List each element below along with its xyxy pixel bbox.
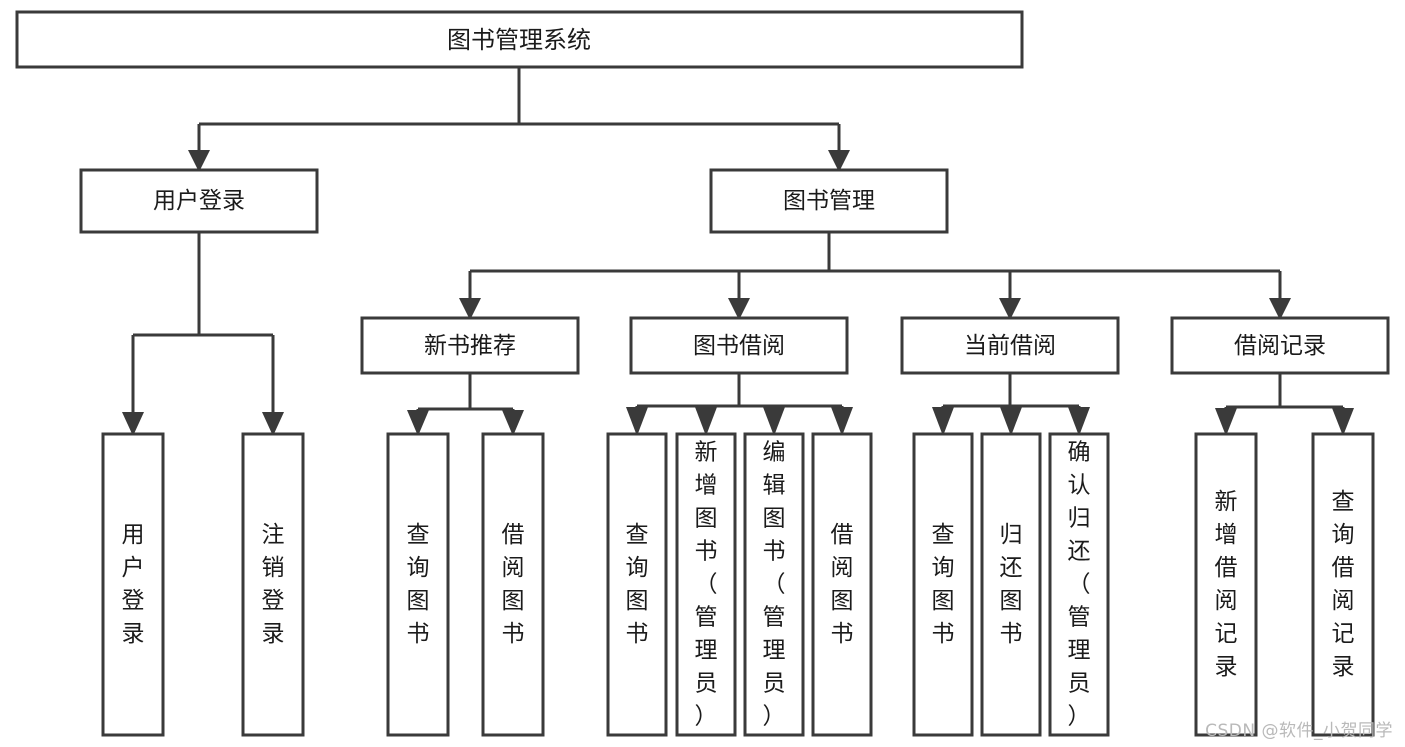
arrowhead-leaf-logout-login: [262, 412, 284, 436]
node-leaf-return-book-label: 归还图书: [1000, 522, 1023, 647]
node-leaf-edit-book-admin-box[interactable]: [743, 432, 805, 737]
node-leaf-edit-book-admin[interactable]: 编辑图书（管理员）: [743, 432, 805, 737]
node-leaf-add-book-admin-label: 新增图书（管理员）: [695, 440, 718, 730]
node-leaf-query-book-3-box[interactable]: [912, 432, 974, 737]
edge-user-login-bus: [131, 232, 275, 414]
arrowhead-leaf-user-login: [122, 412, 144, 436]
node-leaf-query-borrow-record[interactable]: 查询借阅记录: [1311, 432, 1375, 737]
node-leaf-logout-login-label: 注销登录: [262, 522, 285, 647]
node-leaf-query-borrow-record-label: 查询借阅记录: [1332, 489, 1355, 680]
arrowhead-leaf-borrow-book-2: [831, 407, 853, 436]
node-leaf-add-borrow-record-box[interactable]: [1194, 432, 1258, 737]
edge-book-borrow-bus: [635, 373, 844, 412]
node-root-box[interactable]: [15, 10, 1024, 69]
node-user-login[interactable]: 用户登录: [79, 168, 319, 234]
arrowhead-book-manage: [828, 150, 850, 172]
node-borrow-record[interactable]: 借阅记录: [1170, 316, 1390, 375]
node-leaf-return-book[interactable]: 归还图书: [980, 432, 1042, 737]
node-new-book-recommend-box[interactable]: [360, 316, 580, 375]
arrowhead-leaf-confirm-return-admin: [1068, 407, 1090, 436]
node-new-book-recommend-label: 新书推荐: [424, 333, 516, 359]
node-leaf-add-book-admin[interactable]: 新增图书（管理员）: [675, 432, 737, 737]
node-leaf-user-login[interactable]: 用户登录: [101, 432, 165, 737]
node-leaf-query-book-3-label: 查询图书: [932, 522, 955, 647]
node-leaf-borrow-book-1[interactable]: 借阅图书: [481, 432, 545, 737]
node-leaf-query-book-1[interactable]: 查询图书: [386, 432, 450, 737]
node-borrow-record-label: 借阅记录: [1234, 333, 1326, 359]
node-leaf-user-login-box[interactable]: [101, 432, 165, 737]
node-new-book-recommend[interactable]: 新书推荐: [360, 316, 580, 375]
arrowhead-user-login: [188, 150, 210, 172]
node-leaf-user-login-label: 用户登录: [122, 522, 145, 647]
node-leaf-confirm-return-admin-box[interactable]: [1048, 432, 1110, 737]
arrowhead-new-book-recommend: [459, 298, 481, 320]
node-leaf-query-book-2[interactable]: 查询图书: [606, 432, 668, 737]
node-leaf-query-book-1-label: 查询图书: [407, 522, 430, 647]
node-leaf-query-book-2-box[interactable]: [606, 432, 668, 737]
arrowhead-leaf-add-borrow-record: [1215, 408, 1237, 436]
node-current-borrow-label: 当前借阅: [964, 333, 1056, 359]
node-leaf-confirm-return-admin-label: 确认归还（管理员）: [1068, 440, 1091, 730]
node-leaf-logout-login[interactable]: 注销登录: [241, 432, 305, 737]
node-leaf-add-book-admin-box[interactable]: [675, 432, 737, 737]
arrowhead-leaf-borrow-book-1: [502, 410, 524, 436]
node-book-manage-box[interactable]: [709, 168, 949, 234]
node-leaf-return-book-box[interactable]: [980, 432, 1042, 737]
node-leaf-borrow-book-1-label: 借阅图书: [502, 522, 525, 647]
node-book-manage-label: 图书管理: [783, 188, 875, 214]
node-current-borrow-box[interactable]: [900, 316, 1120, 375]
node-borrow-record-box[interactable]: [1170, 316, 1390, 375]
arrowhead-book-borrow: [728, 298, 750, 320]
node-book-manage[interactable]: 图书管理: [709, 168, 949, 234]
node-leaf-borrow-book-2-box[interactable]: [811, 432, 873, 737]
arrowhead-leaf-query-book-1: [407, 410, 429, 436]
edge-root-bus: [197, 67, 841, 152]
node-leaf-query-borrow-record-box[interactable]: [1311, 432, 1375, 737]
node-leaf-query-book-3[interactable]: 查询图书: [912, 432, 974, 737]
node-book-borrow-box[interactable]: [629, 316, 849, 375]
node-book-borrow-label: 图书借阅: [693, 333, 785, 359]
node-leaf-add-borrow-record-label: 新增借阅记录: [1215, 489, 1238, 680]
node-leaf-logout-login-box[interactable]: [241, 432, 305, 737]
node-leaf-borrow-book-2-label: 借阅图书: [831, 522, 854, 647]
arrowhead-leaf-query-book-2: [626, 407, 648, 436]
node-leaf-query-book-1-box[interactable]: [386, 432, 450, 737]
arrowhead-current-borrow: [999, 298, 1021, 320]
arrowhead-leaf-query-borrow-record: [1332, 408, 1354, 436]
node-user-login-label: 用户登录: [153, 188, 245, 214]
node-leaf-confirm-return-admin[interactable]: 确认归还（管理员）: [1048, 432, 1110, 737]
arrowhead-leaf-return-book: [1000, 407, 1022, 436]
node-user-login-box[interactable]: [79, 168, 319, 234]
edge-book-manage-bus: [468, 232, 1282, 300]
arrowhead-leaf-add-book-admin: [695, 407, 717, 436]
edge-borrow-record-bus: [1224, 373, 1345, 412]
node-leaf-borrow-book-2[interactable]: 借阅图书: [811, 432, 873, 737]
node-root-label: 图书管理系统: [447, 26, 591, 54]
node-leaf-add-borrow-record[interactable]: 新增借阅记录: [1194, 432, 1258, 737]
node-leaf-query-book-2-label: 查询图书: [626, 522, 649, 647]
node-leaf-edit-book-admin-label: 编辑图书（管理员）: [763, 440, 786, 730]
arrowhead-leaf-edit-book-admin: [763, 407, 785, 436]
leaf-nodes-layer: 用户登录 注销登录 查询图书 借阅图书 查询图书 新增图书（管理员） 编辑图书（管理员） 借阅…: [101, 432, 1375, 737]
node-book-borrow[interactable]: 图书借阅: [629, 316, 849, 375]
edge-current-borrow-bus: [941, 373, 1081, 412]
edges-layer: [122, 67, 1354, 436]
edge-new-book-recommend-bus: [416, 373, 515, 414]
arrowhead-borrow-record: [1269, 298, 1291, 320]
arrowhead-leaf-query-book-3: [932, 407, 954, 436]
node-current-borrow[interactable]: 当前借阅: [900, 316, 1120, 375]
node-leaf-borrow-book-1-box[interactable]: [481, 432, 545, 737]
node-root[interactable]: 图书管理系统: [15, 10, 1024, 69]
